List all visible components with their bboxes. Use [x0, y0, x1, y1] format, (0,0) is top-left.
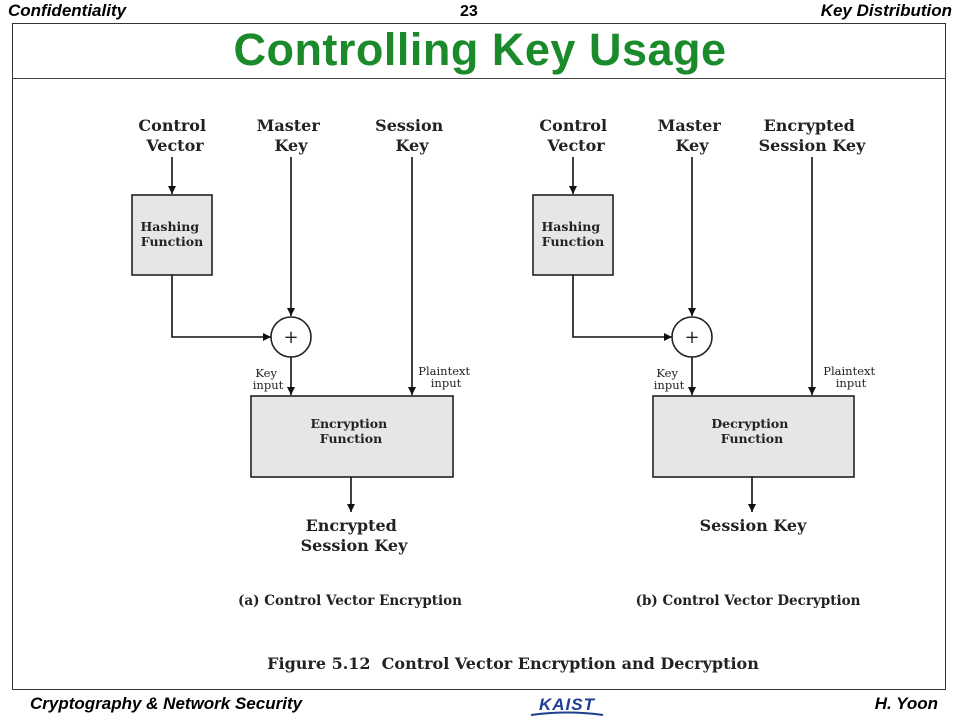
a-master-key-label: Master Key	[257, 116, 326, 155]
title-divider	[12, 78, 946, 79]
a-control-vector-label: Control Vector	[138, 116, 211, 155]
b-decryption-function-box	[652, 395, 855, 478]
a-hashing-function-box	[131, 194, 213, 276]
page-number: 23	[460, 3, 478, 20]
diagram-b: Control Vector Master Key Encrypted Sess…	[532, 116, 879, 609]
header-section-title: Confidentiality	[8, 1, 127, 20]
footer-course-title: Cryptography & Network Security	[30, 694, 303, 713]
kaist-logo: KAIST	[530, 695, 604, 716]
footer-author: H. Yoon	[874, 694, 938, 713]
header-topic: Key Distribution	[820, 1, 952, 20]
a-encrypted-session-key-label: Encrypted Session Key	[301, 516, 408, 555]
b-master-key-label: Master Key	[658, 116, 727, 155]
b-decryption-function-label: Decryption Function	[711, 416, 792, 446]
slide-title: Controlling Key Usage	[233, 24, 727, 75]
a-hashing-function-label: Hashing Function	[141, 219, 204, 249]
svg-text:KAIST: KAIST	[539, 695, 596, 714]
a-encryption-function-box	[250, 395, 454, 478]
b-key-input-label: Key input	[654, 366, 685, 392]
slide-frame	[12, 23, 946, 690]
b-hash-to-xor-arrow	[572, 275, 672, 341]
b-encrypted-session-key-label: Encrypted Session Key	[759, 116, 866, 155]
a-encryption-function-label: Encryption Function	[310, 416, 391, 446]
figure-caption: Figure 5.12 Control Vector Encryption an…	[267, 654, 759, 673]
b-xor-symbol: +	[684, 327, 699, 348]
a-session-key-label: Session Key	[375, 116, 449, 155]
b-caption: (b) Control Vector Decryption	[636, 593, 861, 609]
a-plaintext-input-label: Plaintext input	[418, 364, 474, 390]
a-xor-symbol: +	[283, 327, 298, 348]
b-session-key-output-label: Session Key	[700, 516, 807, 535]
a-hash-to-xor-arrow	[171, 275, 271, 341]
a-caption: (a) Control Vector Encryption	[238, 593, 462, 609]
a-key-input-label: Key input	[253, 366, 284, 392]
b-hashing-function-label: Hashing Function	[542, 219, 605, 249]
b-plaintext-input-label: Plaintext input	[823, 364, 879, 390]
diagram-a: Control Vector Master Key Session Key Ha…	[131, 116, 474, 609]
b-hashing-function-box	[532, 194, 614, 276]
b-control-vector-label: Control Vector	[539, 116, 612, 155]
